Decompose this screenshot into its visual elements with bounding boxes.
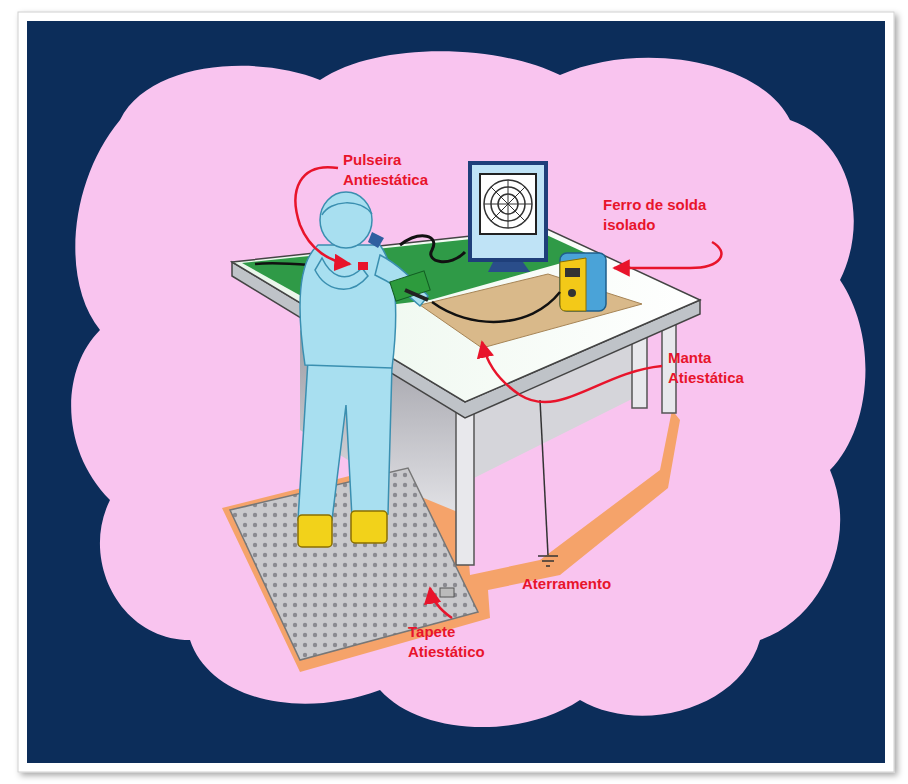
navy-ground [27, 21, 885, 763]
wrist-strap [358, 262, 368, 270]
face-mask [368, 232, 384, 248]
coiled-cord [400, 236, 465, 262]
leader-line [296, 167, 350, 264]
iron-cable [432, 292, 560, 322]
mat-ground-clip [440, 588, 454, 597]
callout-label: Ferro de solda isolado [603, 195, 738, 236]
callout-label: Tapete Atiestático [408, 622, 528, 663]
pink-cloud [71, 51, 865, 727]
picture-frame [18, 12, 894, 772]
table-leg [456, 405, 474, 565]
ground-wire [540, 400, 548, 555]
table-top [232, 228, 700, 402]
leader-line [430, 588, 452, 618]
operator-in-cleanroom-suit [298, 192, 428, 547]
callout-label: Pulseira Antiestática [343, 150, 463, 191]
callout-label: Aterramento [522, 574, 652, 594]
callout-label: Manta Atiestática [668, 348, 788, 389]
soldering-iron [405, 290, 428, 300]
ground-symbol [538, 556, 558, 566]
leader-line [614, 242, 721, 268]
tan-antistatic-mat [420, 274, 642, 348]
soldering-station [560, 253, 606, 311]
circuit-board [390, 271, 430, 301]
ionizer-fan [470, 163, 546, 272]
leader-line [482, 342, 662, 402]
